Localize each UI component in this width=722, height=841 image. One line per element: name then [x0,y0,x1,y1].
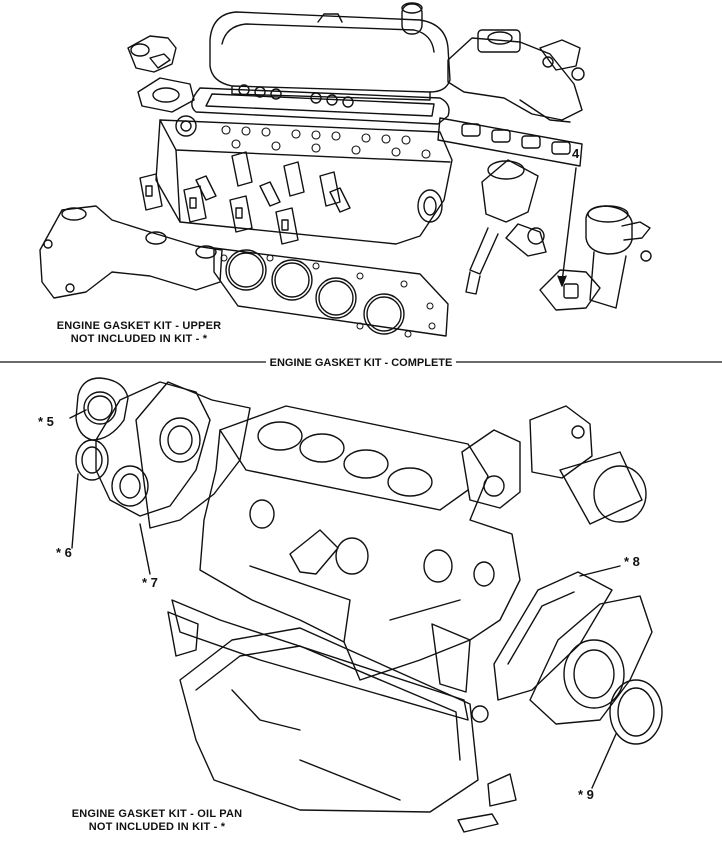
exhaust-port-gaskets [139,151,341,245]
upper-kit-title: ENGINE GASKET KIT - UPPER [56,320,222,332]
callout-leader-8 [579,565,621,577]
cylinder-head-gasket [213,247,449,338]
callout-4: 4 [572,146,580,161]
fuel-pump [585,205,652,309]
callout-7: * 7 [142,575,158,590]
fuel-pump-gasket [539,269,601,311]
rear-seal-retainer [529,595,653,725]
intake-manifold-gasket [437,117,583,167]
timing-cover-gasket [135,381,251,529]
callout-6: * 6 [56,545,72,560]
oil-filter-adapter [529,405,593,479]
oil-pan-not-included-note: NOT INCLUDED IN KIT - * [88,821,226,833]
spark-plug-seals [238,84,354,108]
engine-block [199,405,521,681]
oil-pan-kit-title: ENGINE GASKET KIT - OIL PAN [71,808,243,820]
callout-arrow-4 [557,275,567,287]
water-pump-assembly [461,429,521,509]
callout-leader-6 [71,473,79,549]
callout-8: * 8 [624,554,640,569]
oil-filter [559,451,647,525]
oil-pan [179,627,517,833]
cylinder-head [155,115,453,245]
upper-not-included-note: NOT INCLUDED IN KIT - * [70,333,208,345]
valve-cover-gasket [191,87,450,125]
intake-manifold [447,29,585,123]
rear-main-seal [609,679,663,745]
callout-leader-4 [561,167,577,283]
callout-leader-7 [139,523,151,575]
thermostat-gasket [137,77,195,113]
complete-kit-title: ENGINE GASKET KIT - COMPLETE [0,357,722,369]
front-seal [75,439,109,481]
callout-leader-5 [69,409,87,419]
exhaust-manifold [39,205,223,299]
thermostat-housing [127,35,177,73]
oil-pan-gasket [167,599,471,721]
complete-kit-title-text: ENGINE GASKET KIT - COMPLETE [265,357,457,369]
callout-5: * 5 [38,414,54,429]
callout-leader-9 [591,733,617,789]
rear-seal-retainer-gasket [493,571,613,701]
callout-9: * 9 [578,787,594,802]
timing-cover [95,381,211,517]
distributor [465,159,547,295]
